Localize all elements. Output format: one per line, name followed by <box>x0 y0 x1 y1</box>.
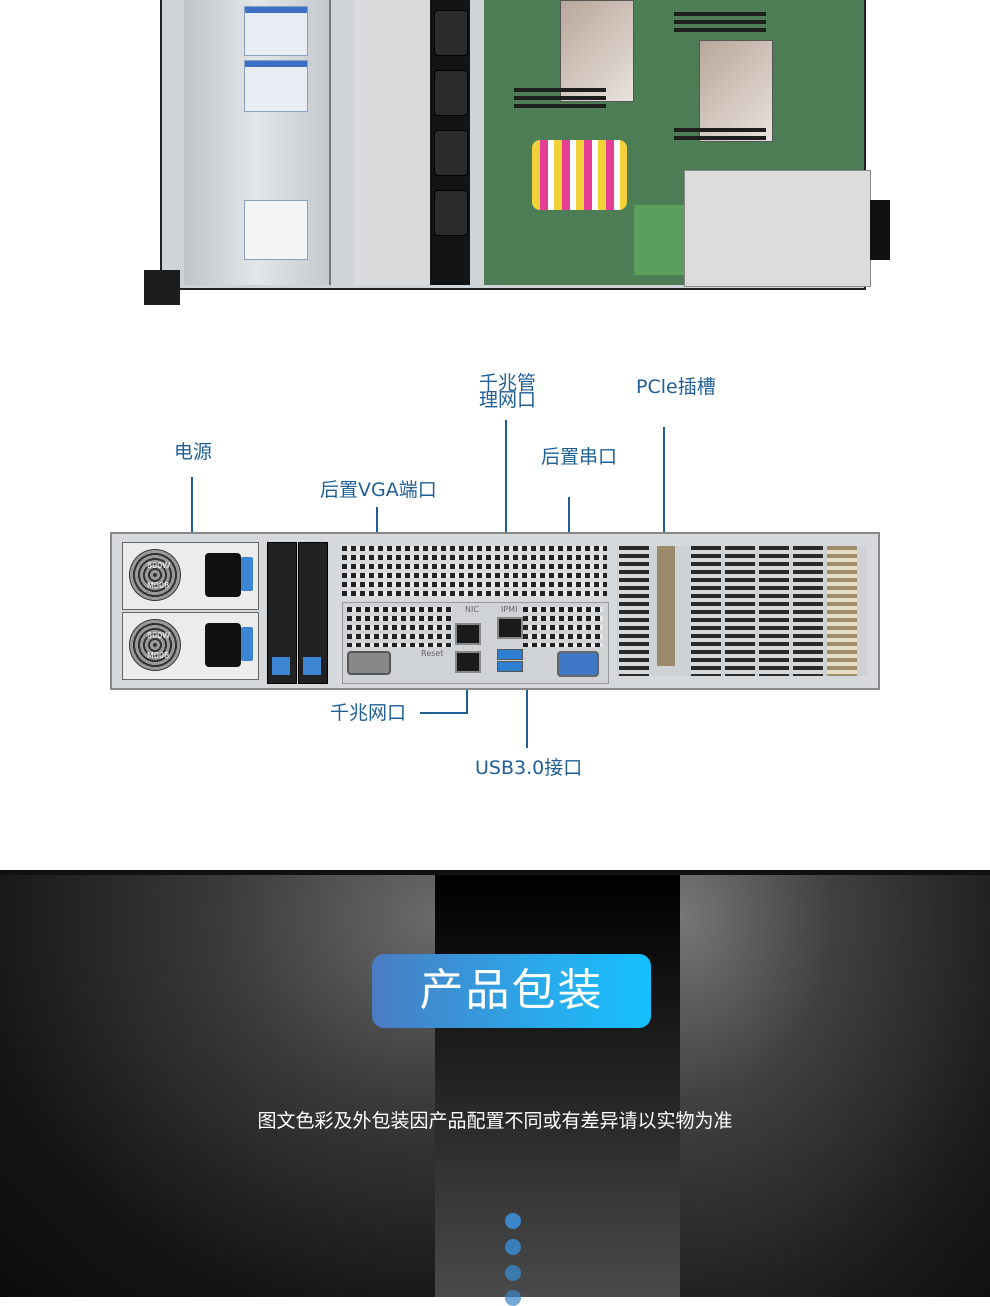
dimm <box>674 20 766 24</box>
psu-rating: 800W <box>147 561 171 570</box>
callout-line-usb3 <box>526 648 528 748</box>
slot-cover <box>725 546 755 676</box>
drive-bay <box>184 0 331 285</box>
psu-module: 800W M008 <box>122 612 259 680</box>
callout-rear-serial: 后置串口 <box>541 446 618 468</box>
psu-release-tab[interactable] <box>241 557 253 591</box>
io-vent <box>347 607 452 647</box>
dimm <box>514 104 606 108</box>
scroll-dot-icon <box>505 1239 521 1255</box>
background-panel-middle <box>435 875 680 1297</box>
slot-cover <box>759 546 789 676</box>
callout-usb3: USB3.0接口 <box>475 757 583 779</box>
callout-mgmt-port-line2: 理网口 <box>479 389 537 411</box>
power-cables <box>532 140 627 210</box>
fan-icon <box>434 10 468 56</box>
nic-label: NIC <box>465 605 479 614</box>
mgmt-rj45-port-icon <box>497 617 523 639</box>
callout-mgmt-port-line1: 千兆管 <box>479 372 537 394</box>
callout-rear-vga: 后置VGA端口 <box>320 479 437 501</box>
top-vent <box>342 546 607 598</box>
dimm <box>514 88 606 92</box>
usb-port-icon <box>497 649 523 660</box>
slot-cover <box>619 546 649 676</box>
dimm <box>674 12 766 16</box>
server-rear-panel: 800W M008 800W M008 NIC IPMI Reset <box>110 532 880 690</box>
psu-module: 800W M008 <box>122 542 259 610</box>
cable-area <box>354 0 430 285</box>
callout-power: 电源 <box>174 441 213 463</box>
section-title-badge <box>372 954 651 1028</box>
fan-wall <box>430 0 470 285</box>
slot-cover <box>691 546 721 676</box>
chassis-handle <box>870 200 890 260</box>
scroll-dot-icon <box>505 1290 521 1306</box>
riser-card <box>634 205 684 275</box>
io-plate: NIC IPMI Reset <box>342 602 609 684</box>
slot-cover <box>827 546 857 676</box>
divider <box>0 870 990 875</box>
power-socket-icon <box>205 553 241 597</box>
serial-port-icon <box>347 651 391 675</box>
usb-port-icon <box>497 661 523 672</box>
chassis-foot <box>144 270 180 305</box>
scroll-dot-icon <box>505 1265 521 1281</box>
callout-mgmt-port: 千兆管 理网口 <box>479 372 537 411</box>
spec-label <box>244 60 308 112</box>
slot-cover <box>793 546 823 676</box>
background-panel-left <box>0 875 435 1297</box>
rj45-port-icon <box>455 651 481 673</box>
psu-rating: 800W <box>147 631 171 640</box>
cpu-heatsink <box>560 0 634 102</box>
callout-line-mgmt <box>505 420 507 630</box>
reset-label: Reset <box>421 649 444 658</box>
dimm <box>674 28 766 32</box>
packaging-disclaimer: 图文色彩及外包装因产品配置不同或有差异请以实物为准 <box>257 1110 733 1132</box>
background-panel-right <box>680 875 990 1297</box>
server-interior-image <box>144 0 894 305</box>
psu-model: M008 <box>147 651 170 660</box>
callout-line-pcie <box>663 427 665 603</box>
section-title: 产品包装 <box>419 965 604 1016</box>
callout-gigabit-port: 千兆网口 <box>330 702 407 724</box>
psu-model: M008 <box>147 581 170 590</box>
power-socket-icon <box>205 623 241 667</box>
psu-fan-icon <box>129 619 181 671</box>
dimm <box>674 128 766 132</box>
cpu-heatsink <box>699 40 773 142</box>
pcie-slots <box>617 546 867 676</box>
spec-label <box>244 6 308 56</box>
drive-tray[interactable] <box>298 542 328 684</box>
barcode-label <box>244 200 308 260</box>
drive-led-icon <box>303 657 321 675</box>
psu-cage <box>684 170 871 287</box>
rj45-port-icon <box>455 623 481 645</box>
pcie-card <box>657 546 675 666</box>
callout-line-gigabit-h <box>420 712 468 714</box>
dimm <box>514 96 606 100</box>
psu-release-tab[interactable] <box>241 627 253 661</box>
callout-pcie-slot: PCle插槽 <box>636 376 716 398</box>
scroll-dot-icon <box>505 1213 521 1229</box>
fan-icon <box>434 130 468 176</box>
ipmi-label: IPMI <box>501 605 518 614</box>
vga-port-icon <box>557 651 599 677</box>
fan-icon <box>434 190 468 236</box>
fan-icon <box>434 70 468 116</box>
io-vent <box>523 607 603 647</box>
product-detail-top: 电源 后置VGA端口 千兆管 理网口 后置串口 PCle插槽 千兆网口 USB3… <box>110 0 894 779</box>
drive-tray[interactable] <box>267 542 297 684</box>
packaging-section <box>0 870 990 1297</box>
drive-led-icon <box>272 657 290 675</box>
psu-fan-icon <box>129 549 181 601</box>
dimm <box>674 136 766 140</box>
